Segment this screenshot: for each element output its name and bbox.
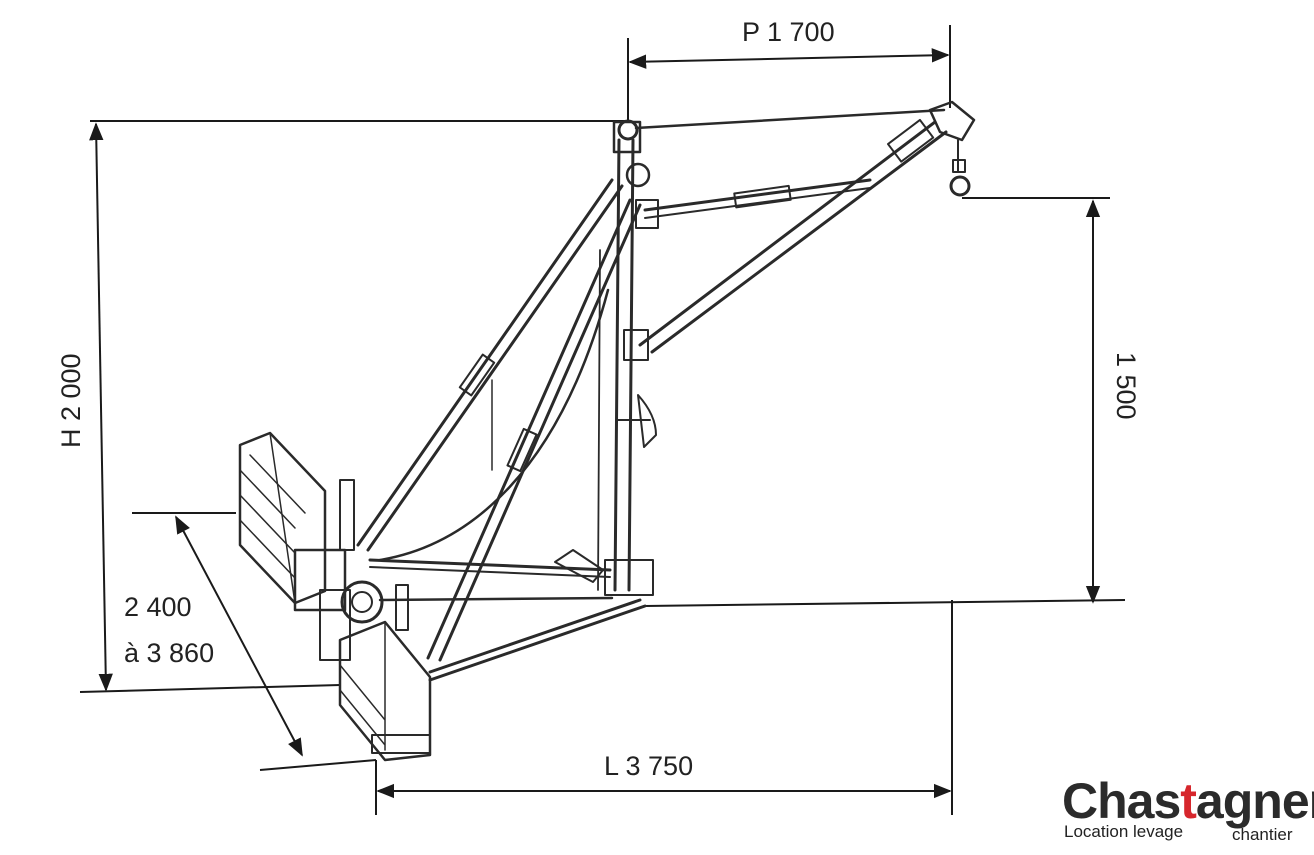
height-dimension-arrow [89,122,113,692]
reach-dimension-label: P 1 700 [742,17,835,47]
hook-extension-bottom [644,599,1126,607]
height-extension-bottom [79,684,341,693]
counterweight-rear [238,431,327,605]
length-dimension-label: L 3 750 [604,751,693,781]
dimension-lines [79,25,1126,815]
winch-motor [293,479,409,661]
logo-tagline-right: chantier [1232,825,1293,844]
logo-text-part1: Chas [1062,773,1180,829]
crane-struts [356,178,647,682]
crane-mast [604,119,657,596]
crane-jib [634,100,976,354]
base-width-label-line1: 2 400 [124,592,192,622]
base-width-label-line2: à 3 860 [124,638,214,668]
logo-text-part3: agner [1196,773,1314,829]
chastagner-logo: Chastagner Location levage chantier [1062,773,1314,844]
reach-dimension-arrow [628,48,950,69]
logo-tagline-left: Location levage [1064,822,1183,841]
svg-text:Chastagner: Chastagner [1062,773,1314,829]
base-extension-bottom [259,759,377,771]
logo-accent-letter: t [1180,773,1197,829]
height-dimension-label: H 2 000 [56,353,86,448]
base-dimension-arrow [175,515,303,757]
hook-height-dimension-label: 1 500 [1111,352,1141,420]
crane-structure [238,100,976,762]
counterweight-front [338,620,432,762]
